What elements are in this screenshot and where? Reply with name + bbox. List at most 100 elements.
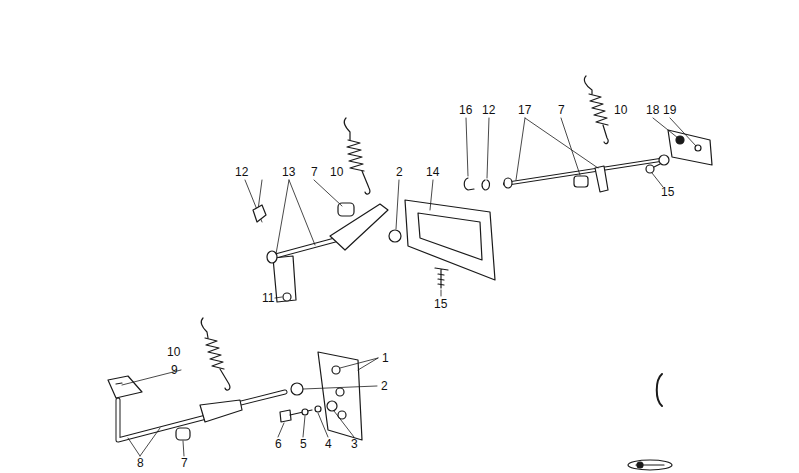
callout-number: 11 [261, 292, 275, 305]
part-outline [362, 171, 370, 194]
callout-number: 1 [381, 352, 390, 365]
part-outline [487, 118, 489, 178]
callout-number: 7 [310, 166, 319, 179]
spring-hook [253, 205, 266, 222]
callout-number: 5 [299, 438, 308, 451]
part-outline [659, 155, 669, 165]
part-outline [340, 358, 378, 370]
callout-number: 15 [433, 298, 448, 311]
part-outline [128, 428, 160, 456]
part-outline [283, 293, 291, 301]
part-outline [646, 165, 654, 173]
part-outline [657, 374, 662, 406]
part-outline [276, 180, 315, 254]
callout-number: 7 [557, 104, 566, 117]
part-outline [176, 428, 190, 440]
callout-number: 17 [517, 104, 532, 117]
part-outline [584, 76, 592, 94]
part-outline [314, 180, 342, 206]
callout-number: 2 [380, 380, 389, 393]
part-outline [116, 383, 122, 384]
part-outline [108, 376, 142, 398]
callout-number: 18 [645, 104, 660, 117]
callout-number: 13 [281, 166, 296, 179]
part-outline [273, 256, 296, 302]
part-outline [589, 94, 608, 125]
part-outline [118, 400, 210, 440]
part-outline [267, 251, 277, 263]
callout-number: 16 [458, 104, 473, 117]
middle-assembly [267, 118, 495, 302]
callout-number: 12 [481, 104, 496, 117]
callout-number: 9 [170, 364, 179, 377]
part-outline [318, 413, 328, 437]
part-outline [628, 460, 672, 470]
part-outline [315, 406, 321, 412]
edge-marks [628, 374, 672, 470]
callout-number: 10 [166, 346, 181, 359]
part-outline [291, 383, 303, 395]
part-outline [670, 118, 696, 146]
callout-number: 2 [395, 166, 404, 179]
callout-number: 10 [329, 166, 344, 179]
part-outline [430, 180, 433, 210]
part-outline [280, 410, 291, 422]
part-outline [396, 180, 399, 229]
part-outline [330, 204, 388, 250]
part-outline [595, 166, 608, 192]
part-outline [272, 240, 335, 257]
callout-number: 14 [425, 166, 440, 179]
part-outline [327, 401, 337, 411]
leader-lines [122, 118, 696, 456]
part-outline [205, 338, 224, 369]
callout-number: 3 [350, 438, 359, 451]
callout-number: 12 [234, 166, 249, 179]
part-outline [290, 410, 312, 415]
part-outline [344, 118, 350, 140]
part-outline [347, 140, 364, 171]
part-outline [303, 386, 377, 389]
callout-number: 10 [613, 104, 628, 117]
part-outline [653, 118, 678, 138]
callout-number: 15 [660, 186, 675, 199]
part-outline [302, 409, 308, 415]
part-outline [405, 200, 495, 280]
part-outline [652, 173, 663, 187]
part-outline [200, 400, 242, 422]
part-outline [118, 400, 210, 440]
part-outline [278, 423, 284, 437]
part-outline [201, 318, 208, 338]
part-outline [464, 178, 474, 190]
callout-number: 19 [662, 104, 677, 117]
part-outline [272, 240, 335, 257]
part-outline [637, 462, 643, 468]
part-outline [504, 178, 512, 188]
part-outline [303, 416, 305, 437]
part-outline [418, 213, 482, 260]
part-outline [332, 366, 340, 374]
part-outline [389, 230, 401, 242]
callout-number: 7 [180, 457, 189, 470]
part-outline [435, 268, 448, 288]
part-outline [334, 411, 354, 437]
part-outline [220, 369, 230, 390]
callout-number: 8 [136, 457, 145, 470]
part-outline [466, 118, 468, 176]
part-outline [482, 180, 489, 190]
part-outline [318, 352, 362, 440]
callout-number: 4 [324, 438, 333, 451]
part-outline [603, 125, 608, 144]
bottom-assembly [108, 318, 362, 440]
part-outline [253, 205, 266, 222]
callout-number: 6 [274, 438, 283, 451]
part-outline [275, 297, 282, 298]
right-assembly [464, 76, 712, 192]
part-outline [516, 118, 598, 180]
part-outline [336, 388, 344, 396]
part-outline [561, 118, 580, 175]
part-outline [183, 441, 184, 456]
part-outline [441, 290, 442, 296]
part-outline [438, 274, 444, 285]
